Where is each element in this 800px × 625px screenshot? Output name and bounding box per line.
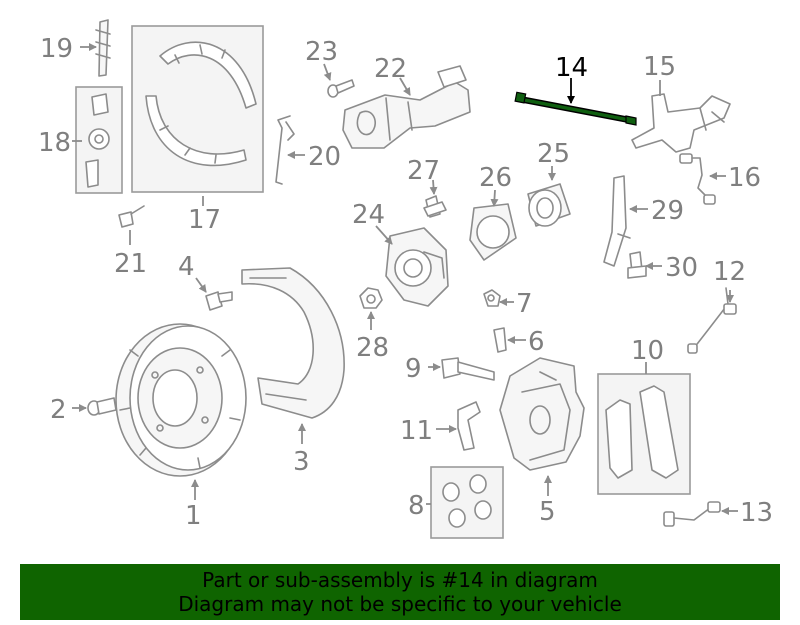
part-23-bolt — [327, 79, 355, 98]
part-30-stud — [627, 251, 647, 279]
callout-9: 9 — [405, 354, 422, 384]
callout-26: 26 — [479, 163, 512, 193]
callout-28: 28 — [356, 333, 389, 363]
part-16-sensor-wire — [679, 153, 716, 205]
part-25-bearing — [527, 183, 571, 227]
part-14-rod-highlighted — [514, 91, 637, 126]
callout-20: 20 — [308, 142, 341, 172]
part-27-bolt — [423, 195, 447, 218]
callout-6: 6 — [528, 327, 545, 357]
callout-29: 29 — [651, 196, 684, 226]
callout-8: 8 — [408, 491, 425, 521]
part-3-shield — [241, 267, 345, 419]
banner-line-2: Diagram may not be specific to your vehi… — [178, 592, 622, 616]
part-5-caliper — [499, 357, 585, 471]
part-6-bleeder — [493, 327, 507, 353]
callout-1: 1 — [185, 501, 202, 531]
callout-16: 16 — [728, 163, 761, 193]
callout-15: 15 — [643, 52, 676, 82]
part-1-rotor — [115, 323, 247, 477]
callout-23: 23 — [305, 37, 338, 67]
callout-19: 19 — [40, 34, 73, 64]
callout-4: 4 — [178, 252, 195, 282]
part-4-bolt — [205, 291, 233, 311]
part-8-seals — [442, 474, 492, 528]
callout-3: 3 — [293, 447, 310, 477]
callout-18: 18 — [38, 128, 71, 158]
callout-5: 5 — [539, 497, 556, 527]
callout-27: 27 — [407, 156, 440, 186]
callout-2: 2 — [50, 395, 67, 425]
callout-14: 14 — [555, 53, 588, 83]
info-banner: Part or sub-assembly is #14 in diagram D… — [20, 564, 780, 620]
callout-13: 13 — [740, 498, 773, 528]
part-12-sensor — [687, 287, 737, 354]
callout-30: 30 — [665, 253, 698, 283]
part-21-sensor — [118, 205, 145, 228]
part-20-wire — [275, 115, 295, 185]
callout-7: 7 — [516, 289, 533, 319]
callout-21: 21 — [114, 249, 147, 279]
part-8-box — [430, 466, 504, 539]
part-15-bracket — [631, 93, 731, 153]
part-10-pads — [605, 385, 679, 479]
callout-22: 22 — [374, 54, 407, 84]
callout-17: 17 — [188, 205, 221, 235]
part-17-brake-shoes — [145, 41, 257, 167]
part-2-bolt — [87, 397, 117, 416]
part-26-gasket — [469, 203, 517, 261]
part-9-bolt — [441, 357, 495, 381]
callout-24: 24 — [352, 200, 385, 230]
callout-25: 25 — [537, 139, 570, 169]
callout-11: 11 — [400, 416, 433, 446]
part-28-nut — [359, 287, 383, 309]
part-19-clip — [95, 19, 111, 77]
part-22-actuator — [342, 65, 471, 149]
callout-10: 10 — [631, 336, 664, 366]
part-13-sensor — [663, 501, 721, 527]
part-11-clip — [457, 401, 481, 451]
part-29-bracket — [603, 175, 631, 267]
part-24-hub — [385, 227, 449, 307]
banner-line-1: Part or sub-assembly is #14 in diagram — [202, 568, 598, 592]
callout-12: 12 — [713, 257, 746, 287]
part-18-bushings — [85, 93, 110, 188]
part-7-fitting — [483, 289, 501, 307]
